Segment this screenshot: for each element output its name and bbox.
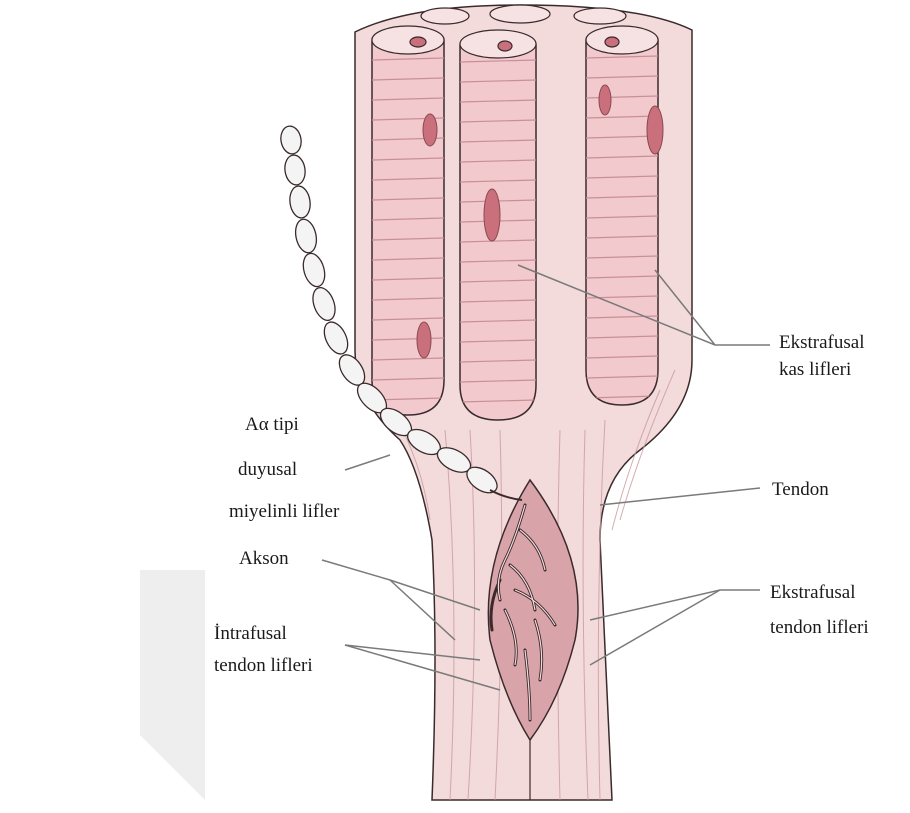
label-a-alpha-2: duyusal — [238, 458, 297, 482]
label-a-alpha-3: miyelinli lifler — [229, 500, 339, 524]
label-a-alpha-1: Aα tipi — [245, 413, 299, 437]
nucleus — [417, 322, 431, 358]
muscle-fiber-3 — [586, 30, 663, 405]
label-ekstrafusal-tendon-1: Ekstrafusal — [770, 581, 855, 605]
label-ekstrafusal-tendon-2: tendon lifleri — [770, 616, 869, 640]
label-intrafusal-tendon-2: tendon lifleri — [214, 654, 313, 678]
label-tendon: Tendon — [772, 478, 829, 502]
label-ekstrafusal-kas-2: kas lifleri — [779, 358, 851, 382]
muscle-fiber-1 — [372, 30, 444, 415]
nucleus — [484, 189, 500, 241]
muscle-fiber-2 — [460, 34, 536, 420]
nucleus — [647, 106, 663, 154]
nucleus — [423, 114, 437, 146]
label-intrafusal-tendon-1: İntrafusal — [214, 622, 287, 646]
label-ekstrafusal-kas-1: Ekstrafusal — [779, 331, 864, 355]
nucleus — [599, 85, 611, 115]
label-akson: Akson — [239, 547, 289, 571]
